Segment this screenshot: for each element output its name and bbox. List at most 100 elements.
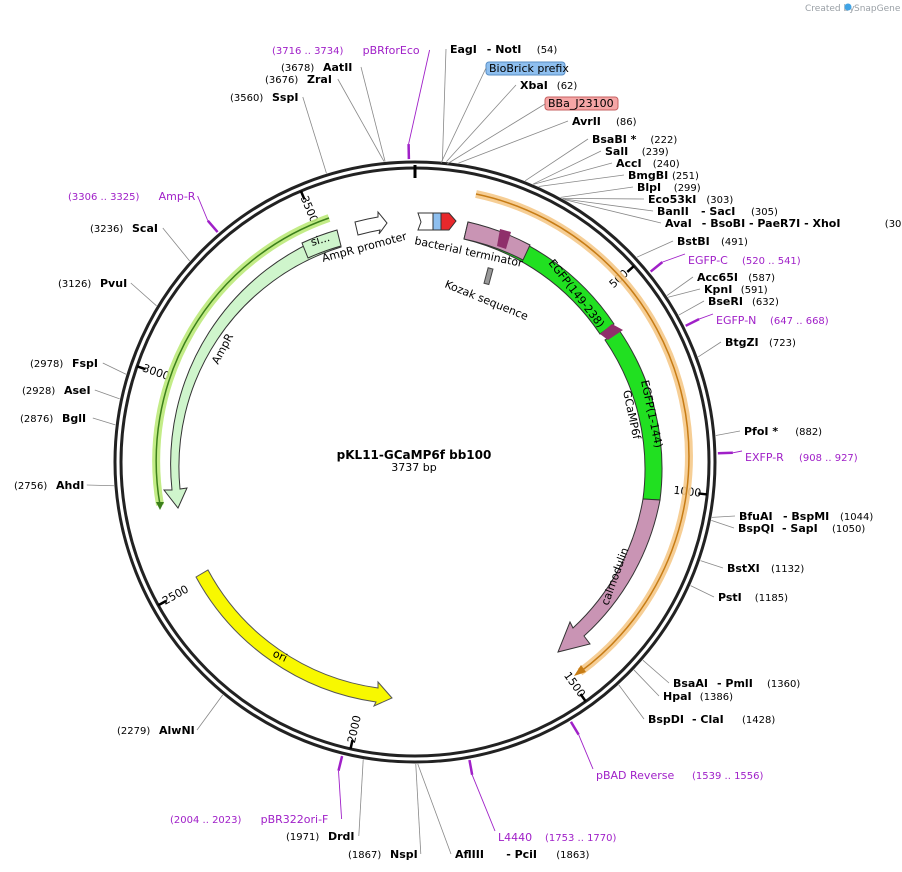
ampr-feature[interactable] (162, 231, 342, 509)
enzyme-leader (162, 227, 190, 262)
enzyme-alwni[interactable]: AlwNI(2279) (117, 724, 195, 737)
enzyme-hpai[interactable]: HpaI(1386) (663, 690, 733, 703)
snapgene-credit: Created by SnapGene (805, 3, 901, 14)
enzyme-leader (560, 186, 634, 198)
enzyme-position: (308) (885, 219, 902, 230)
enzyme-nspi[interactable]: NspI(1867) (348, 848, 418, 861)
primer-leader (471, 774, 496, 832)
enzyme-bspqi[interactable]: BspQI- SapI(1050) (738, 522, 865, 535)
primer-pbadrev[interactable]: pBAD Reverse(1539 .. 1556) (596, 769, 764, 782)
enzyme-bgli[interactable]: BglI(2876) (20, 412, 86, 425)
enzyme-fspi[interactable]: FspI(2978) (30, 357, 98, 370)
primer-egfpn[interactable]: EGFP-N(647 .. 668) (716, 314, 829, 327)
enzyme-sspi[interactable]: SspI(3560) (230, 91, 298, 104)
enzyme-leader (532, 150, 602, 185)
ampr-promoter-feature[interactable] (354, 210, 388, 236)
enzyme-name: BsaAI (673, 677, 708, 690)
snapgene-logo-icon (844, 3, 852, 11)
primer-egfpc[interactable]: EGFP-C(520 .. 541) (688, 254, 801, 267)
enzyme-position: (2876) (20, 414, 53, 425)
enzyme-isoschizomers: - BsoBI - PaeR7I - XhoI (702, 217, 841, 230)
primer-marks (206, 144, 733, 776)
bba-j23100-mark (440, 212, 457, 231)
enzyme-position: (1044) (840, 512, 873, 523)
primer-pbrforeco[interactable]: (3716 .. 3734)pBRforEco (272, 44, 420, 57)
enzyme-acc65i[interactable]: Acc65I(587) (697, 271, 775, 284)
enzyme-name: BtgZI (725, 336, 759, 349)
primer-ampr[interactable]: (3306 .. 3325)Amp-R (68, 190, 196, 203)
enzyme-position: (62) (557, 81, 578, 92)
enzyme-bsabi[interactable]: BsaBI *(222) (592, 133, 677, 146)
primer-l4440[interactable]: L4440(1753 .. 1770) (498, 831, 617, 844)
enzyme-leader (533, 162, 613, 185)
primer-name: EGFP-C (688, 254, 728, 267)
primer-range: (1753 .. 1770) (545, 833, 617, 844)
enzyme-pvui[interactable]: PvuI(3126) (58, 277, 127, 290)
enzyme-pfoi[interactable]: PfoI *(882) (744, 425, 822, 438)
enzyme-xbai[interactable]: XbaI(62) (520, 79, 577, 92)
enzyme-bstxi[interactable]: BstXI(1132) (727, 562, 804, 575)
enzyme-sali[interactable]: SalI(239) (605, 145, 669, 158)
enzyme-leader (130, 282, 157, 307)
enzyme-leader (562, 197, 645, 200)
enzyme-leader-lines (86, 48, 741, 855)
enzyme-isoschizomers: - NotI (487, 43, 522, 56)
enzyme-eagi[interactable]: EagI- NotI(54) (450, 43, 557, 56)
ori-feature[interactable] (195, 569, 393, 708)
signal-sequence-feature (301, 229, 342, 259)
enzyme-leader (441, 48, 447, 162)
primer-pbr322orif[interactable]: (2004 .. 2023)pBR322ori-F (170, 813, 328, 826)
enzyme-name: AvaI (665, 217, 692, 230)
enzyme-bmgbi[interactable]: BmgBI(251) (628, 169, 699, 182)
enzyme-scai[interactable]: ScaI(3236) (90, 222, 158, 235)
enzyme-avrii[interactable]: AvrII(86) (572, 115, 637, 128)
primer-mark (569, 721, 580, 736)
enzyme-name: BanII (657, 205, 689, 218)
enzyme-psti[interactable]: PstI(1185) (718, 591, 788, 604)
enzyme-bstbi[interactable]: BstBI(491) (677, 235, 748, 248)
enzyme-name: BmgBI (628, 169, 668, 182)
enzyme-position: (3126) (58, 279, 91, 290)
enzyme-avai[interactable]: AvaI - BsoBI - PaeR7I - XhoI (308) (665, 217, 902, 230)
enzyme-name: AvrII (572, 115, 601, 128)
enzyme-leader (700, 560, 724, 569)
enzyme-leader (636, 240, 674, 258)
enzyme-kpni[interactable]: KpnI(591) (704, 283, 768, 296)
enzyme-name: AseI (64, 384, 91, 397)
enzyme-isoschizomers: - ClaI (692, 713, 724, 726)
enzyme-position: (3676) (265, 75, 298, 86)
enzyme-position: (1360) (767, 679, 800, 690)
primer-name: Amp-R (159, 190, 196, 203)
ruler-tick (299, 190, 306, 200)
bba-leader (446, 103, 546, 165)
primer-mark (206, 219, 219, 233)
enzyme-banii[interactable]: BanII- SacI(305) (657, 205, 778, 218)
enzyme-zrai[interactable]: ZraI(3676) (265, 73, 332, 86)
enzyme-acci[interactable]: AccI(240) (616, 157, 680, 170)
primer-exfpr[interactable]: EXFP-R(908 .. 927) (745, 451, 858, 464)
enzyme-leader (360, 66, 386, 162)
enzyme-drdi[interactable]: DrdI(1971) (286, 830, 355, 843)
enzyme-name: Eco53kI (648, 193, 696, 206)
enzyme-bsaai[interactable]: BsaAI- PmlI(1360) (673, 677, 800, 690)
enzyme-afliii[interactable]: AflIII- PciI(1863) (455, 848, 590, 861)
enzyme-eco53ki[interactable]: Eco53kI(303) (648, 193, 733, 206)
enzyme-bspdi[interactable]: BspDI- ClaI(1428) (648, 713, 775, 726)
enzyme-bfuai[interactable]: BfuAI- BspMI(1044) (739, 510, 873, 523)
enzyme-leader (563, 198, 654, 212)
enzyme-bseri[interactable]: BseRI(632) (708, 295, 779, 308)
enzyme-ahdi[interactable]: AhdI(2756) (14, 479, 84, 492)
enzyme-position: (3560) (230, 93, 263, 104)
primer-leader (662, 253, 686, 263)
enzyme-asei[interactable]: AseI(2928) (22, 384, 91, 397)
calmodulin-feature[interactable] (557, 498, 661, 653)
primer-name: EGFP-N (716, 314, 756, 327)
enzyme-leader (196, 694, 224, 731)
primer-range: (908 .. 927) (799, 453, 858, 464)
bba-j23100-box[interactable] (544, 96, 619, 111)
enzyme-aatii[interactable]: AatII(3678) (281, 61, 352, 74)
enzyme-position: (1185) (755, 593, 788, 604)
enzyme-btgzi[interactable]: BtgZI(723) (725, 336, 796, 349)
enzyme-blpi[interactable]: BlpI(299) (637, 181, 701, 194)
ruler-tick (579, 693, 587, 703)
